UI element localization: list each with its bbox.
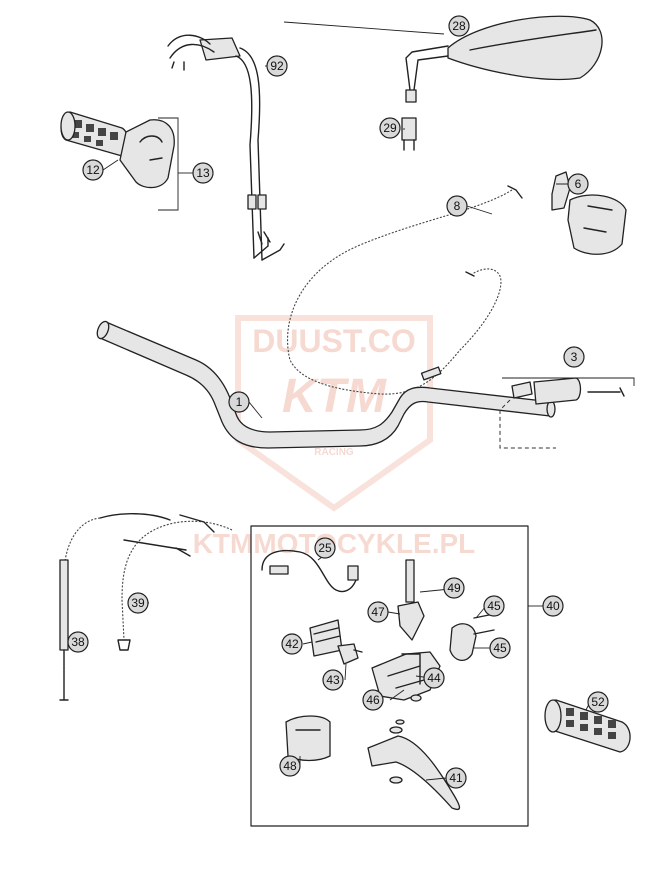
svg-text:43: 43 [326,673,340,687]
svg-text:52: 52 [591,695,605,709]
lever-cover [285,715,331,762]
callout-29: 29 [379,117,401,139]
svg-text:44: 44 [427,671,441,685]
throttle-cables [167,34,285,261]
svg-text:13: 13 [196,166,210,180]
throttle-housing [119,117,179,211]
svg-text:3: 3 [571,350,578,364]
clutch-cable [59,513,171,701]
svg-text:47: 47 [371,605,385,619]
light-switch [551,171,627,255]
callout-8: 8 [446,195,468,217]
callout-44: 44 [423,667,445,689]
callout-49: 49 [443,577,465,599]
svg-text:12: 12 [86,163,100,177]
mirror [405,15,603,103]
left-grip [544,699,631,753]
svg-text:6: 6 [575,177,582,191]
callout-47: 47 [367,601,389,623]
callout-43: 43 [322,669,344,691]
callout-3: 3 [563,346,585,368]
svg-text:49: 49 [447,581,461,595]
callout-45b: 45 [489,637,511,659]
callout-12: 12 [82,159,104,181]
callout-40: 40 [542,595,564,617]
callout-6: 6 [567,173,589,195]
svg-text:29: 29 [383,121,397,135]
svg-text:39: 39 [131,596,145,610]
throttle-grip [60,111,129,157]
callout-48: 48 [279,755,301,777]
callout-13: 13 [192,162,214,184]
hot-start-cable [287,185,523,395]
svg-text:41: 41 [449,771,463,785]
callout-45a: 45 [483,595,505,617]
callout-1: 1 [228,391,250,413]
clutch-lever [367,719,461,811]
lever-fitting [371,559,441,702]
svg-text:45: 45 [493,641,507,655]
clutch-master-parts [309,619,363,665]
callout-92: 92 [266,55,288,77]
svg-text:48: 48 [283,759,297,773]
svg-text:40: 40 [546,599,560,613]
clamp [449,613,495,661]
mirror-adapter [401,117,417,151]
svg-text:28: 28 [452,19,466,33]
callout-28: 28 [448,15,470,37]
callout-38: 38 [67,631,89,653]
bar-end-weight [499,377,635,449]
watermark-logo-text: KTM [282,370,387,423]
clutch-assembly-box [250,525,529,827]
callout-46: 46 [362,689,384,711]
callout-41: 41 [445,767,467,789]
svg-text:45: 45 [487,599,501,613]
callout-25: 25 [314,537,336,559]
callout-42: 42 [281,633,303,655]
watermark-logo-subtext: RACING [314,447,354,458]
callout-52: 52 [587,691,609,713]
svg-text:1: 1 [236,395,243,409]
svg-text:38: 38 [71,635,85,649]
svg-text:92: 92 [270,59,284,73]
callout-39: 39 [127,592,149,614]
svg-text:25: 25 [318,541,332,555]
neutral-switch-cable [261,549,359,593]
decompression-cable [117,514,233,651]
svg-text:8: 8 [454,199,461,213]
svg-text:42: 42 [285,637,299,651]
svg-text:46: 46 [366,693,380,707]
watermark-brand-text: DUUST.CO [252,323,416,359]
